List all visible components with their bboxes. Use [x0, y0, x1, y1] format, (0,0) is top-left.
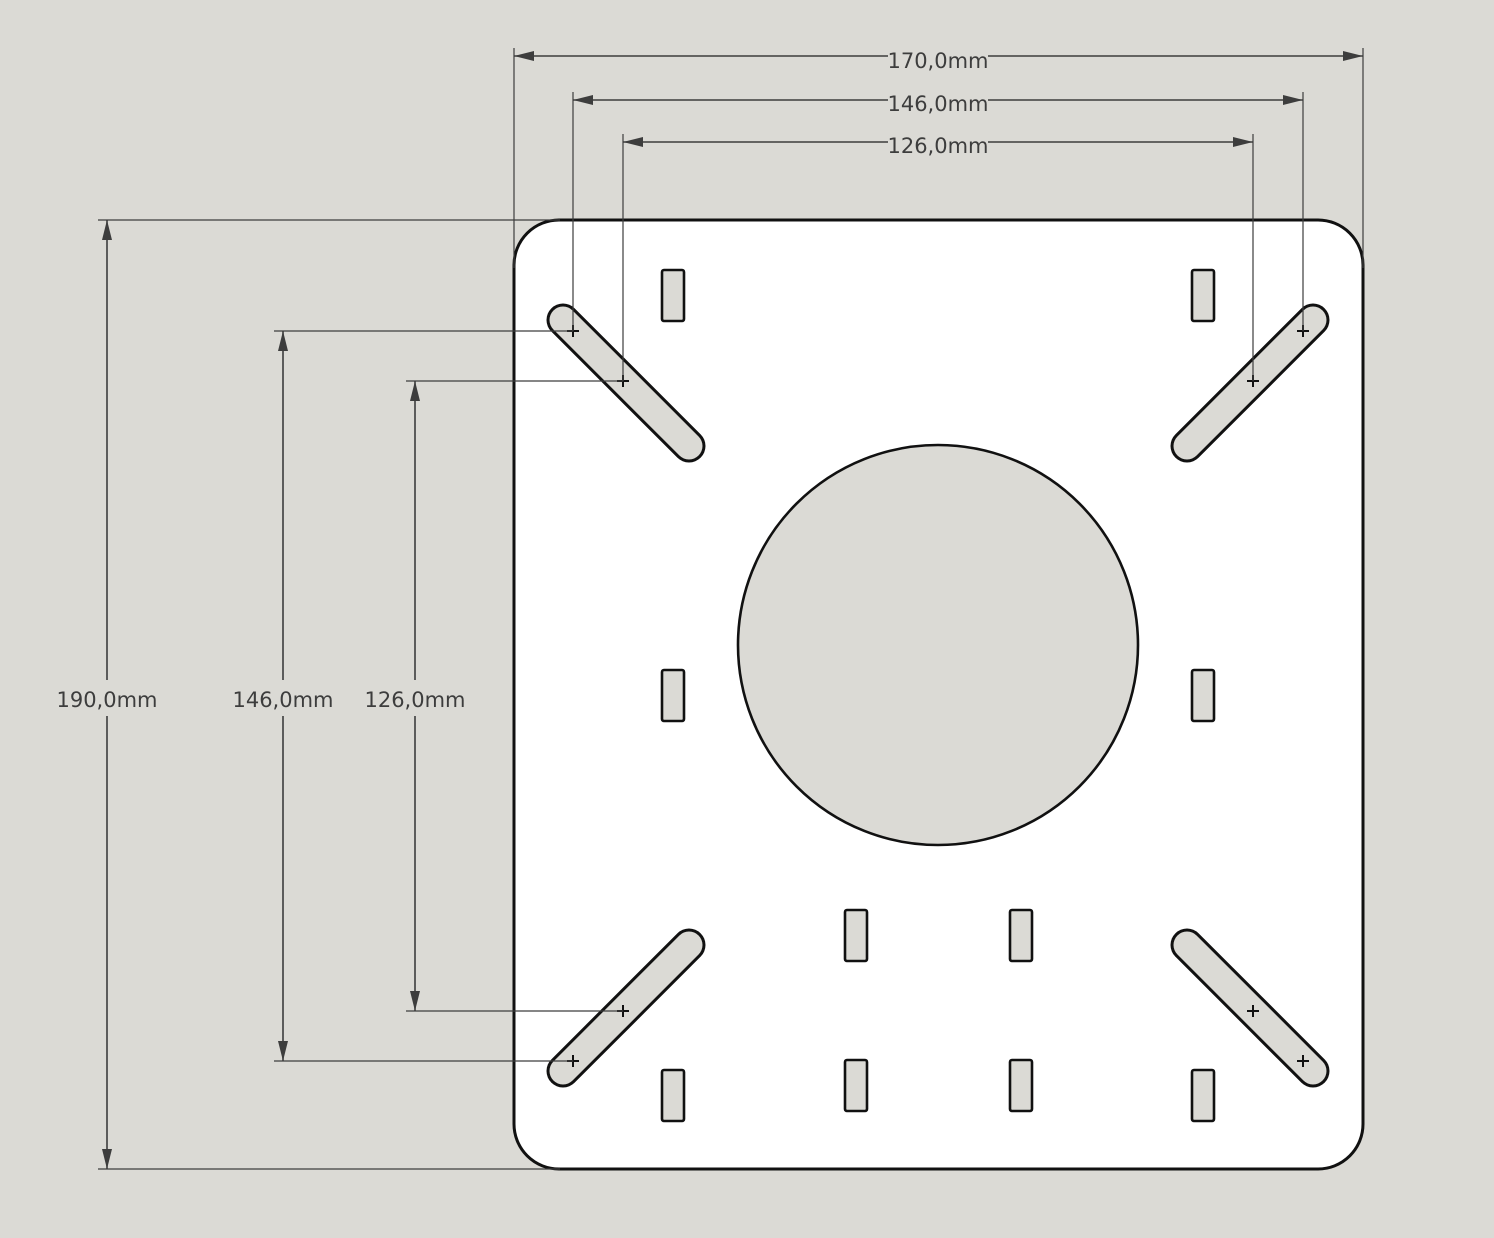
rect-slot [1190, 668, 1216, 723]
dimension-label-left-inner: 126,0mm [364, 688, 465, 712]
dimension-label-left-overall: 190,0mm [56, 688, 157, 712]
mounting-plate [512, 218, 1365, 1171]
rect-slot [1008, 908, 1034, 963]
dimension-label-top-inner: 126,0mm [887, 134, 988, 158]
dimension-left-inner: 126,0mm [364, 381, 466, 1011]
rect-slot [1190, 268, 1216, 323]
rect-slot [1190, 1068, 1216, 1123]
rect-slot [660, 668, 686, 723]
rect-slot [843, 1058, 869, 1113]
dimension-top-inner: 126,0mm [623, 134, 1253, 158]
center-mark [1297, 1055, 1309, 1067]
dimension-top-middle: 146,0mm [573, 92, 1303, 116]
slot-top-left-fill [549, 306, 703, 460]
dimension-left-overall: 190,0mm [56, 220, 158, 1169]
slot-bottom-right-fill [1173, 931, 1327, 1085]
slot-bottom-left-fill [549, 931, 703, 1085]
left-extension-lines [98, 219, 623, 1170]
rect-slot [843, 908, 869, 963]
center-mark [1247, 1005, 1259, 1017]
top-extension-lines [513, 48, 1364, 381]
slot-top-right-fill [1173, 306, 1327, 460]
dimension-label-top-middle: 146,0mm [887, 92, 988, 116]
dimension-top-overall: 170,0mm [514, 49, 1363, 73]
dimension-label-left-middle: 146,0mm [232, 688, 333, 712]
center-hole [736, 443, 1140, 847]
dimension-label-top-overall: 170,0mm [887, 49, 988, 73]
rect-slot [660, 268, 686, 323]
dimension-left-middle: 146,0mm [232, 331, 334, 1061]
rect-slot [660, 1068, 686, 1123]
rect-slot [1008, 1058, 1034, 1113]
